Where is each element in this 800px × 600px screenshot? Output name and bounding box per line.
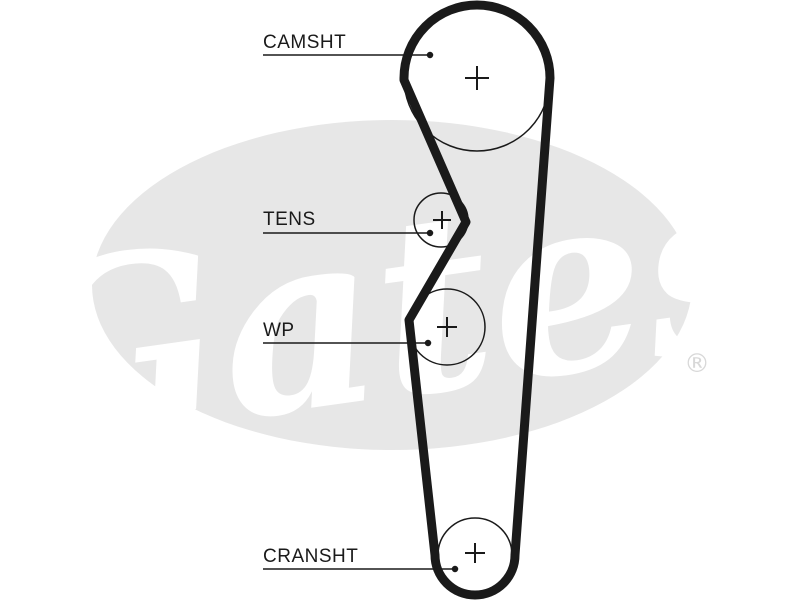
pulley-centers (433, 66, 489, 563)
camshaft-leader (263, 51, 434, 59)
crankshaft-label: CRANSHT (263, 546, 359, 567)
crankshaft-leader (263, 565, 459, 573)
tensioner-label: TENS (263, 209, 316, 230)
camshaft-center-cross (465, 66, 489, 90)
water-pump-leader (263, 339, 432, 347)
camshaft-label: CAMSHT (263, 32, 347, 53)
tensioner-leader (263, 229, 434, 237)
timing-belt (399, 0, 555, 600)
registered-mark: ® (684, 349, 710, 379)
water-pump-center-cross (437, 317, 457, 337)
gates-logo-watermark: Gates ® (0, 112, 800, 505)
water-pump-label: WP (263, 320, 295, 341)
logo-lettering: Gates (0, 112, 800, 505)
tensioner-center-cross (433, 211, 451, 229)
crankshaft-center-cross (465, 543, 485, 563)
leader-lines (263, 51, 459, 573)
